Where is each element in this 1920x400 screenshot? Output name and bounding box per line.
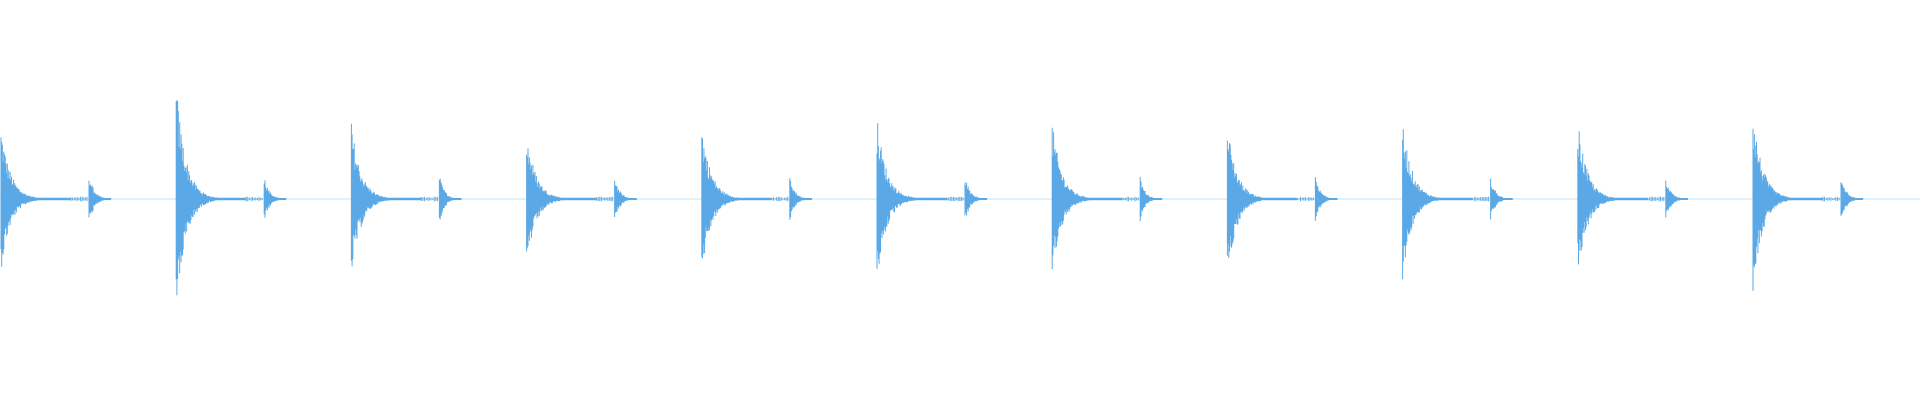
- beat-echo: [1139, 176, 1163, 222]
- beat-transient: [701, 137, 789, 259]
- beat-echo: [614, 181, 637, 217]
- beat-echo: [438, 178, 462, 220]
- beat-transient: [1752, 128, 1840, 291]
- beat-transient: [1226, 140, 1314, 258]
- beat-10: [1577, 131, 1688, 265]
- beat-11: [1752, 128, 1864, 291]
- beat-transient: [0, 137, 88, 267]
- beat-1: [0, 137, 112, 267]
- beat-transient: [1402, 129, 1490, 280]
- beat-5: [701, 137, 812, 259]
- beat-transient: [350, 123, 438, 267]
- beat-8: [1226, 140, 1338, 258]
- beat-7: [1051, 127, 1163, 270]
- beat-2: [175, 100, 287, 296]
- beat-4: [526, 148, 637, 252]
- beat-transient: [526, 148, 614, 252]
- beat-3: [350, 123, 462, 267]
- beat-echo: [1665, 180, 1688, 218]
- beat-echo: [263, 180, 287, 218]
- waveform-beats: [0, 100, 1864, 296]
- beat-transient: [175, 100, 263, 296]
- beat-9: [1402, 129, 1513, 280]
- beat-echo: [964, 182, 988, 216]
- beat-6: [876, 123, 988, 269]
- beat-echo: [1490, 178, 1513, 220]
- beat-echo: [88, 180, 112, 218]
- beat-echo: [789, 178, 812, 220]
- beat-echo: [1840, 182, 1864, 216]
- beat-transient: [1051, 127, 1139, 270]
- beat-transient: [876, 123, 964, 269]
- beat-transient: [1577, 131, 1665, 265]
- beat-echo: [1314, 177, 1338, 221]
